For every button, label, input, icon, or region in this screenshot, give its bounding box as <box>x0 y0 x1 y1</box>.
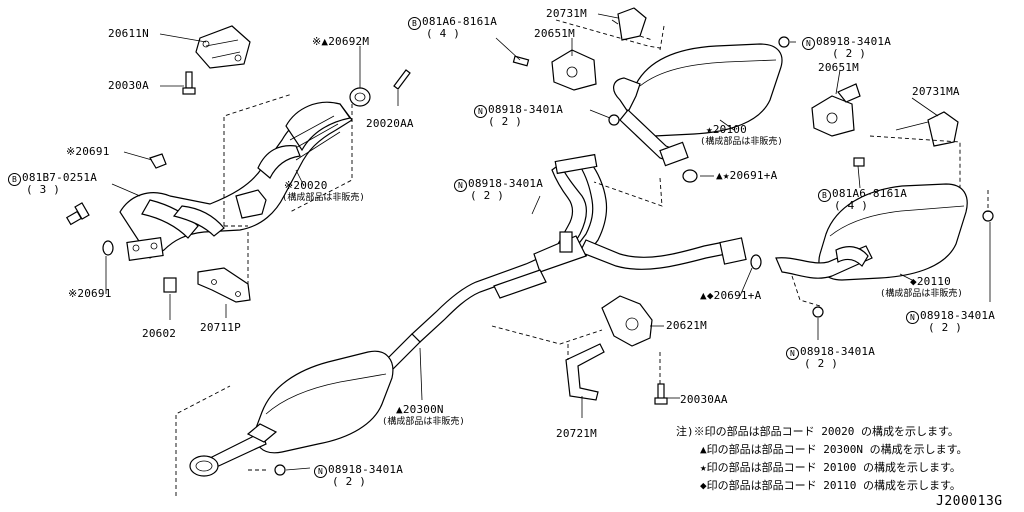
qty-08918-front: ( 2 ) <box>488 115 523 128</box>
sensor-20691 <box>149 153 167 169</box>
flange-center-rear <box>719 237 747 265</box>
nut-circle-mark: N <box>314 465 327 478</box>
label-08918-rear-low-text: 08918-3401A <box>800 345 876 358</box>
bracket-20731M <box>611 7 647 41</box>
bolt-081A6-rear <box>853 157 865 167</box>
nut-circle-mark: N <box>474 105 487 118</box>
bolt-circle-mark: B <box>818 189 831 202</box>
label-20611N: 20611N <box>108 27 149 40</box>
heat-shield-20611N <box>195 25 251 69</box>
qty-08918-center: ( 2 ) <box>470 189 505 202</box>
qty-08918-rear-low: ( 2 ) <box>804 357 839 370</box>
label-08918-top-text: 08918-3401A <box>816 35 892 48</box>
label-20731MA: 20731MA <box>912 85 960 98</box>
bolt-20030A <box>182 71 196 95</box>
bracket-20721M <box>565 343 605 401</box>
nut-08918-muffler-front <box>608 114 620 126</box>
label-081B7-text: 081B7-0251A <box>22 171 98 184</box>
qty-08918-rear-right: ( 2 ) <box>928 321 963 334</box>
note-line-4: ◆印の部品は部品コード 20110 の構成を示します。 <box>700 479 961 492</box>
bolt-081A6-front <box>512 55 530 67</box>
nut-circle-mark: N <box>802 37 815 50</box>
label-20602: 20602 <box>142 327 177 340</box>
label-20651M-rear: 20651M <box>818 61 859 74</box>
reference-code: J200013G <box>936 494 1003 509</box>
qty-08918-main: ( 2 ) <box>332 475 367 488</box>
note-line-2: ▲印の部品は部品コード 20300N の構成を示します。 <box>700 443 968 456</box>
label-20731M: 20731M <box>546 7 587 20</box>
bracket-20711P <box>197 267 251 303</box>
bolt-circle-mark: B <box>8 173 21 186</box>
nut-08918-main <box>274 464 286 476</box>
bolt-circle-mark: B <box>408 17 421 30</box>
label-08918-main-text: 08918-3401A <box>328 463 404 476</box>
label-08918-center-text: 08918-3401A <box>468 177 544 190</box>
label-20030A: 20030A <box>108 79 149 92</box>
note-line-3: ★印の部品は部品コード 20100 の構成を示します。 <box>700 461 961 474</box>
muffler-20110 <box>775 183 968 281</box>
hanger-20651M-rear <box>811 83 861 137</box>
nut-08918-rear-low <box>812 306 824 318</box>
label-20691-upper: ※20691 <box>66 145 110 158</box>
stud-20020AA <box>393 69 411 90</box>
label-20691A-rear: ▲◆20691+A <box>700 289 762 302</box>
bolt-20030AA <box>654 383 668 405</box>
bolts-081B7 <box>65 202 90 226</box>
label-20692M: ※▲20692M <box>312 35 370 48</box>
label-20300N: ▲20300N <box>396 403 444 416</box>
nut-20602 <box>163 277 177 293</box>
nut-08918-rear-right <box>982 210 994 222</box>
qty-081A6-front: ( 4 ) <box>426 27 461 40</box>
label-081A6-rear-text: 081A6-8161A <box>832 187 908 200</box>
nut-circle-mark: N <box>906 311 919 324</box>
label-08918-front-text: 08918-3401A <box>488 103 564 116</box>
label-20651M-front: 20651M <box>534 27 575 40</box>
sub-20110: (構成部品は非販売) <box>880 289 963 299</box>
label-20100: ★20100 <box>706 123 747 136</box>
label-20711P: 20711P <box>200 321 241 334</box>
gasket-20692M <box>349 87 371 107</box>
nut-08918-top <box>778 36 790 48</box>
label-08918-rear-right-text: 08918-3401A <box>920 309 996 322</box>
qty-08918-top: ( 2 ) <box>832 47 867 60</box>
label-20691-lower: ※20691 <box>68 287 112 300</box>
hanger-rubber-center <box>559 231 573 253</box>
label-20030AA: 20030AA <box>680 393 728 406</box>
label-20020: ※20020 <box>284 179 328 192</box>
label-081A6-front-text: 081A6-8161A <box>422 15 498 28</box>
sub-20020: (構成部品は非販売) <box>282 193 365 203</box>
qty-081A6-rear: ( 4 ) <box>834 199 869 212</box>
bracket-20731MA <box>895 111 959 147</box>
sub-20100: (構成部品は非販売) <box>700 137 783 147</box>
note-line-1: 注)※印の部品は部品コード 20020 の構成を示します。 <box>676 425 959 438</box>
gasket-20691-front <box>682 169 698 183</box>
hanger-20621M <box>601 295 653 347</box>
manifold-20020 <box>119 101 353 261</box>
label-20020AA: 20020AA <box>366 117 414 130</box>
hanger-20651M-front <box>551 49 597 91</box>
sub-20300N: (構成部品は非販売) <box>382 417 465 427</box>
nut-circle-mark: N <box>786 347 799 360</box>
label-20110: ◆20110 <box>910 275 951 288</box>
label-20691A-front: ▲★20691+A <box>716 169 778 182</box>
bracket-upper-manifold <box>235 189 267 219</box>
label-20721M: 20721M <box>556 427 597 440</box>
gasket-20691A <box>750 254 762 270</box>
nut-circle-mark: N <box>454 179 467 192</box>
gasket-20691 <box>102 240 114 256</box>
muffler-20300N <box>189 333 421 477</box>
label-20621M: 20621M <box>666 319 707 332</box>
qty-081B7: ( 3 ) <box>26 183 61 196</box>
muffler-20100 <box>613 43 783 167</box>
